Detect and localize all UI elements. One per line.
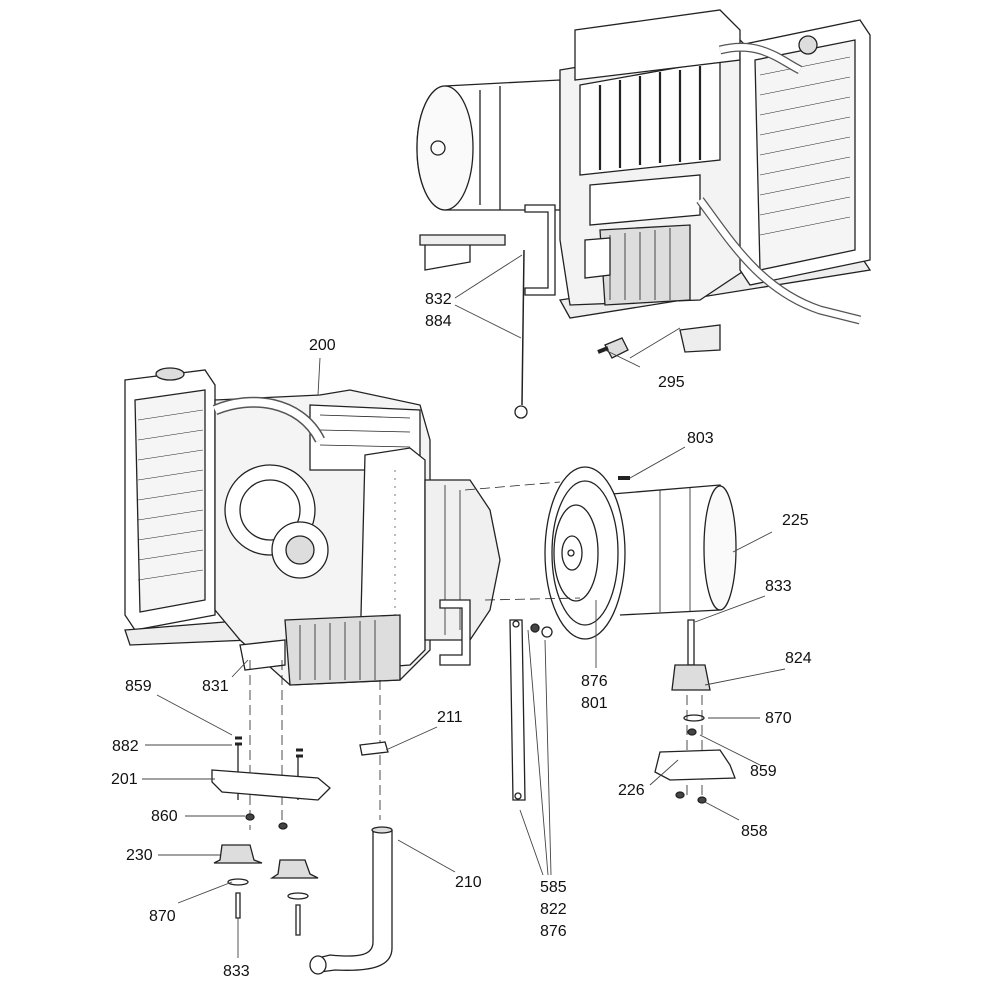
callout-876-801: 876 801 (581, 671, 608, 715)
callout-832-884: 832 884 (425, 289, 452, 333)
callout-label: 585 (540, 879, 567, 896)
callout-859: 859 (125, 678, 152, 695)
assembled-engine-top (416, 9, 872, 419)
callout-295: 295 (658, 374, 685, 391)
callout-859: 859 (750, 763, 777, 780)
generator-225 (544, 466, 737, 640)
callout-label: 822 (540, 901, 567, 918)
strap-585 (509, 619, 553, 801)
alignment-lines (249, 481, 703, 830)
callout-label: 801 (581, 695, 608, 712)
callout-label: 876 (581, 673, 608, 690)
callout-860: 860 (151, 808, 178, 825)
callout-833: 833 (765, 578, 792, 595)
callout-200: 200 (309, 337, 336, 354)
callout-833: 833 (223, 963, 250, 980)
callout-870: 870 (149, 908, 176, 925)
callout-858: 858 (741, 823, 768, 840)
callout-585-822-876: 585 822 876 (540, 877, 567, 943)
callout-831: 831 (202, 678, 229, 695)
mount-parts-right (654, 619, 736, 804)
callout-230: 230 (126, 847, 153, 864)
mount-parts-left (211, 736, 331, 936)
pipe-210 (309, 741, 393, 975)
callout-211: 211 (437, 709, 463, 726)
callout-201: 201 (111, 771, 138, 788)
callout-label: 876 (540, 923, 567, 940)
leader-lines (142, 254, 786, 958)
callout-226: 226 (618, 782, 645, 799)
callout-882: 882 (112, 738, 139, 755)
callout-210: 210 (455, 874, 482, 891)
callout-824: 824 (785, 650, 812, 667)
callout-225: 225 (782, 512, 809, 529)
engine-200 (124, 367, 501, 686)
callout-870: 870 (765, 710, 792, 727)
callout-label: 832 (425, 291, 452, 308)
callout-label: 884 (425, 313, 452, 330)
callout-803: 803 (687, 430, 714, 447)
